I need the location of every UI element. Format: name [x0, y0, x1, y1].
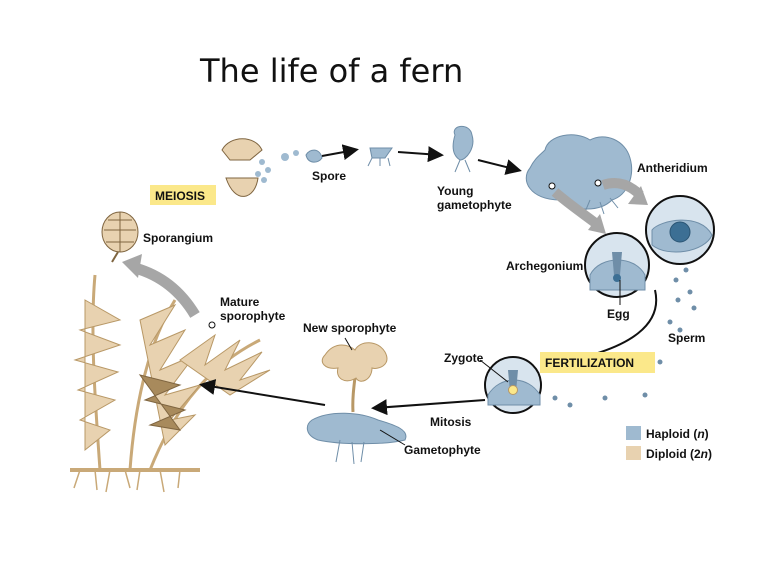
zygote-magnified-illustration — [484, 356, 542, 414]
meiosis-label: MEIOSIS — [155, 189, 205, 203]
germinating-spore-illustration — [367, 147, 393, 167]
antheridium-label: Antheridium — [637, 161, 708, 175]
mature-sporophyte-label-line2: sporophyte — [220, 309, 286, 323]
diploid-swatch — [626, 446, 641, 460]
fertilization-highlight — [540, 352, 655, 373]
sporangium-illustration — [101, 211, 139, 263]
zygote-label: Zygote — [444, 351, 484, 365]
young-gametophyte-label-line1: Young — [437, 184, 473, 198]
page-title: The life of a fern — [200, 52, 464, 90]
mature-sporophyte-illustration — [70, 274, 271, 493]
spore-illustration — [281, 149, 323, 163]
sperm-illustration — [552, 267, 697, 408]
gametophyte-prothallus-illustration — [525, 134, 633, 215]
sporangium-label: Sporangium — [143, 231, 213, 245]
mitosis-label: Mitosis — [430, 415, 472, 429]
haploid-legend-label: Haploid (n) — [646, 427, 709, 441]
spore-label: Spore — [312, 169, 346, 183]
antheridium-magnified-illustration — [645, 195, 715, 265]
new-sporophyte-label: New sporophyte — [303, 321, 397, 335]
egg-label: Egg — [607, 307, 630, 321]
haploid-swatch — [626, 426, 641, 440]
gametophyte-label: Gametophyte — [404, 443, 481, 457]
archegonium-label: Archegonium — [506, 259, 583, 273]
opening-sporangium-illustration — [221, 138, 271, 197]
diploid-legend-label: Diploid (2n) — [646, 447, 712, 461]
archegonium-magnified-illustration — [584, 232, 650, 298]
meiosis-highlight — [150, 185, 216, 205]
sperm-label: Sperm — [668, 331, 705, 345]
fertilization-label: FERTILIZATION — [545, 356, 634, 370]
young-gametophyte-label-line2: gametophyte — [437, 198, 512, 212]
young-gametophyte-illustration — [452, 125, 474, 173]
legend: Haploid (n) Diploid (2n) — [626, 426, 712, 461]
mature-sporophyte-label-line1: Mature — [220, 295, 260, 309]
new-sporophyte-illustration — [306, 342, 407, 465]
